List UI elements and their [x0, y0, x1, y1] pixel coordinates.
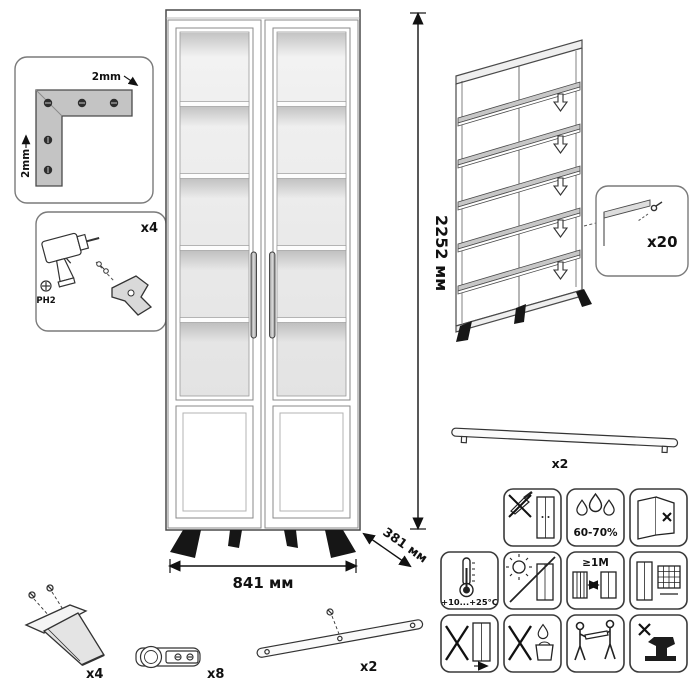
shelf-insert-arrows [552, 93, 569, 280]
pin-count-label: x20 [647, 233, 678, 251]
bit-label: PH2 [36, 296, 55, 306]
shelf-pin-icon [650, 201, 663, 212]
depth-label: 381 мм [380, 524, 430, 565]
handle-part: x2 [451, 427, 679, 471]
leg-count-label: x4 [86, 667, 103, 682]
gap-dimension-side: 2mm [20, 134, 32, 178]
bit-icon [40, 280, 52, 292]
gap-top-label: 2mm [92, 71, 121, 83]
cabinet-legs [170, 530, 356, 558]
no-sharp-tools-icon [503, 488, 562, 547]
exploded-shelves [457, 81, 581, 295]
right-shelves [276, 33, 347, 343]
humidity-icon: 60-70% [566, 488, 625, 547]
leg-part: x4 [24, 584, 105, 682]
main-cabinet-drawing [165, 9, 361, 558]
bracket-screws [43, 98, 119, 175]
door-bottom-panels [175, 405, 351, 519]
humidity-label: 60-70% [573, 527, 618, 539]
drill-detail: x4 PH2 [35, 211, 167, 332]
no-heavy-load-icon [629, 614, 688, 673]
strap-count-label: x2 [360, 660, 377, 675]
height-dimension: 2252 мм [410, 11, 451, 531]
heat-distance-icon: ≥1M [566, 551, 625, 610]
leg-screw-icons [28, 584, 54, 599]
gap-dimension-top: 2mm [92, 71, 139, 86]
leg-screws [96, 261, 109, 274]
temperature-range-icon: +10...+25°C [440, 551, 499, 610]
depth-dimension: 381 мм [362, 524, 431, 568]
no-door-force-icon [629, 488, 688, 547]
width-label: 841 мм [232, 574, 293, 592]
no-wet-cleaning-icon [503, 614, 562, 673]
exploded-legs [456, 289, 592, 342]
no-direct-sunlight-icon [503, 551, 562, 610]
ventilation-grid-icon [629, 551, 688, 610]
strap-part: x2 [256, 608, 424, 675]
hinge-part: x8 [135, 645, 224, 682]
shelf-pin-callout: x20 [595, 185, 689, 277]
width-dimension: 841 мм [167, 559, 359, 592]
left-shelves [179, 33, 250, 343]
care-icons-grid: 60-70% +10...+25°C [440, 488, 688, 673]
handle-count-label: x2 [552, 456, 569, 471]
right-door-handle [269, 251, 276, 339]
hinge-count-label: x8 [207, 667, 224, 682]
distance-label: ≥1M [582, 557, 609, 569]
left-door-handle [250, 251, 257, 339]
exploded-shelf-view [455, 39, 597, 342]
drill-icon [41, 232, 100, 288]
strap-screw-icon [326, 608, 340, 635]
height-label: 2252 мм [432, 215, 451, 291]
temperature-label: +10...+25°C [441, 597, 498, 607]
drill-count-label: x4 [141, 221, 158, 236]
gap-side-label: 2mm [20, 149, 32, 178]
no-dragging-icon [440, 614, 499, 673]
corner-bracket-detail: 2mm 2mm [14, 56, 154, 204]
carry-with-two-people-icon [566, 614, 625, 673]
